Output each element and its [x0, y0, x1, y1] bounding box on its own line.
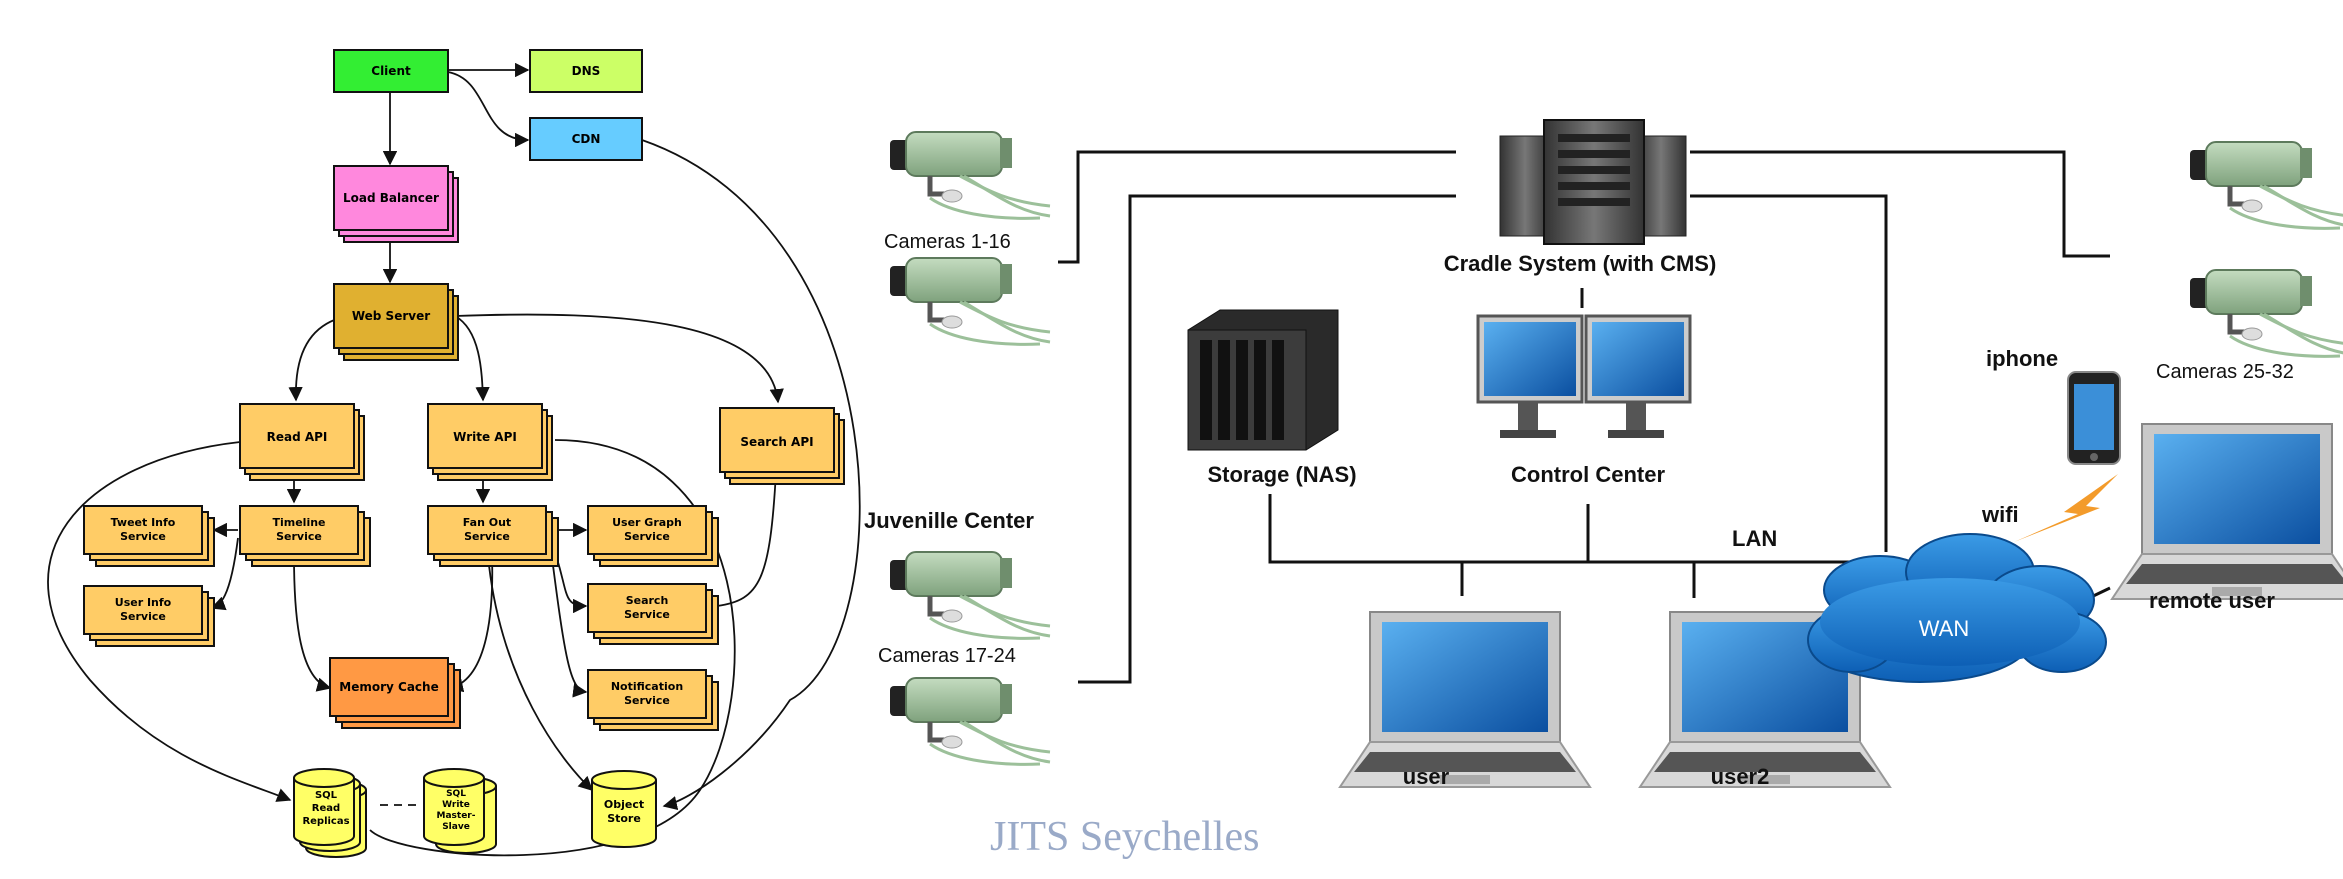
search-service-node[interactable]: Search Service [587, 583, 719, 645]
user-graph-label-2: Service [624, 530, 670, 543]
memory-cache-node[interactable]: Memory Cache [329, 657, 461, 729]
fan-out-service-node[interactable]: Fan Out Service [427, 505, 559, 567]
cameras-25-32-label: Cameras 25-32 [2156, 361, 2294, 383]
tweet-info-label-2: Service [120, 530, 166, 543]
sql-write-label-2: Write [442, 800, 470, 810]
user-info-label-1: User Info [115, 596, 172, 609]
user-label: user [1403, 764, 1450, 789]
sql-read-replicas-node[interactable]: SQL Read Replicas [293, 768, 367, 858]
sql-write-label-4: Slave [442, 822, 470, 832]
user-info-service-node[interactable]: User Info Service [83, 585, 215, 647]
camera-icon [2190, 270, 2343, 356]
timeline-label-1: Timeline [272, 516, 325, 529]
watermark-text: JITS Seychelles [990, 814, 1259, 860]
search-api-node[interactable]: Search API [719, 407, 845, 485]
wifi-label: wifi [1981, 502, 2019, 527]
sql-write-master-slave-node[interactable]: SQL Write Master- Slave [423, 768, 497, 854]
sql-read-label-1: SQL [315, 790, 338, 801]
load-balancer-node[interactable]: Load Balancer [333, 165, 459, 243]
read-api-node[interactable]: Read API [239, 403, 365, 481]
memory-cache-label: Memory Cache [339, 680, 438, 694]
tweet-info-label-1: Tweet Info [111, 516, 176, 529]
web-server-node[interactable]: Web Server [333, 283, 459, 361]
notification-service-node[interactable]: Notification Service [587, 669, 719, 731]
fan-out-label-1: Fan Out [463, 516, 511, 529]
cameras-1-16-label: Cameras 1-16 [884, 231, 1011, 253]
user-graph-service-node[interactable]: User Graph Service [587, 505, 719, 567]
tweet-info-service-node[interactable]: Tweet Info Service [83, 505, 215, 567]
web-server-label: Web Server [352, 309, 430, 323]
juvenille-center-label: Juvenille Center [864, 508, 1034, 533]
write-api-label: Write API [453, 430, 517, 444]
wan-label: WAN [1919, 616, 1970, 641]
notification-label-2: Service [624, 694, 670, 707]
client-node[interactable]: Client [333, 49, 449, 93]
cradle-system-label: Cradle System (with CMS) [1444, 251, 1717, 276]
storage-label: Storage (NAS) [1207, 462, 1356, 487]
search-service-label-1: Search [626, 594, 669, 607]
lan-label: LAN [1732, 526, 1777, 551]
camera-icon [890, 552, 1050, 638]
network-cables [1058, 150, 2111, 684]
camera-icon [890, 258, 1050, 344]
cameras-17-24-label: Cameras 17-24 [878, 645, 1016, 667]
laptop-icon[interactable] [2111, 423, 2343, 600]
notification-label-1: Notification [611, 680, 683, 693]
wan-cloud-icon[interactable]: WAN [1807, 533, 2107, 683]
storage-icon[interactable] [1187, 309, 1339, 451]
write-api-node[interactable]: Write API [427, 403, 553, 481]
search-service-label-2: Service [624, 608, 670, 621]
load-balancer-label: Load Balancer [343, 191, 439, 205]
sql-write-label-1: SQL [446, 789, 466, 799]
dns-label: DNS [572, 64, 601, 78]
user-graph-label-1: User Graph [612, 516, 682, 529]
cdn-label: CDN [572, 132, 601, 146]
camera-icon [2190, 142, 2343, 228]
object-store-label-2: Store [607, 812, 641, 825]
object-store-label-1: Object [604, 798, 644, 811]
read-api-label: Read API [267, 430, 328, 444]
control-center-label: Control Center [1511, 462, 1665, 487]
search-api-label: Search API [740, 435, 813, 449]
monitor-icon[interactable] [1476, 314, 1692, 438]
timeline-service-node[interactable]: Timeline Service [239, 505, 371, 567]
camera-icon [890, 132, 1050, 218]
dns-node[interactable]: DNS [529, 49, 643, 93]
cdn-node[interactable]: CDN [529, 117, 643, 161]
camera-icon [890, 678, 1050, 764]
client-label: Client [371, 64, 411, 78]
server-icon[interactable] [1499, 119, 1687, 245]
laptop-icon[interactable] [1339, 611, 1591, 788]
iphone-label: iphone [1986, 346, 2058, 371]
system-design-diagram: Client DNS CDN Load Balancer Web Server [47, 49, 861, 858]
network-diagram: Cameras 1-16 Cameras 17-24 Cameras 25-32… [864, 119, 2343, 860]
user-info-label-2: Service [120, 610, 166, 623]
sql-write-label-3: Master- [437, 811, 476, 821]
fan-out-label-2: Service [464, 530, 510, 543]
user2-label: user2 [1711, 764, 1770, 789]
object-store-node[interactable]: Object Store [591, 770, 657, 848]
remote-user-label: remote user [2149, 588, 2275, 613]
iphone-icon[interactable] [2067, 371, 2121, 465]
sql-read-label-3: Replicas [302, 816, 349, 827]
wifi-signal-icon [2014, 474, 2118, 542]
sql-read-label-2: Read [312, 803, 340, 814]
timeline-label-2: Service [276, 530, 322, 543]
